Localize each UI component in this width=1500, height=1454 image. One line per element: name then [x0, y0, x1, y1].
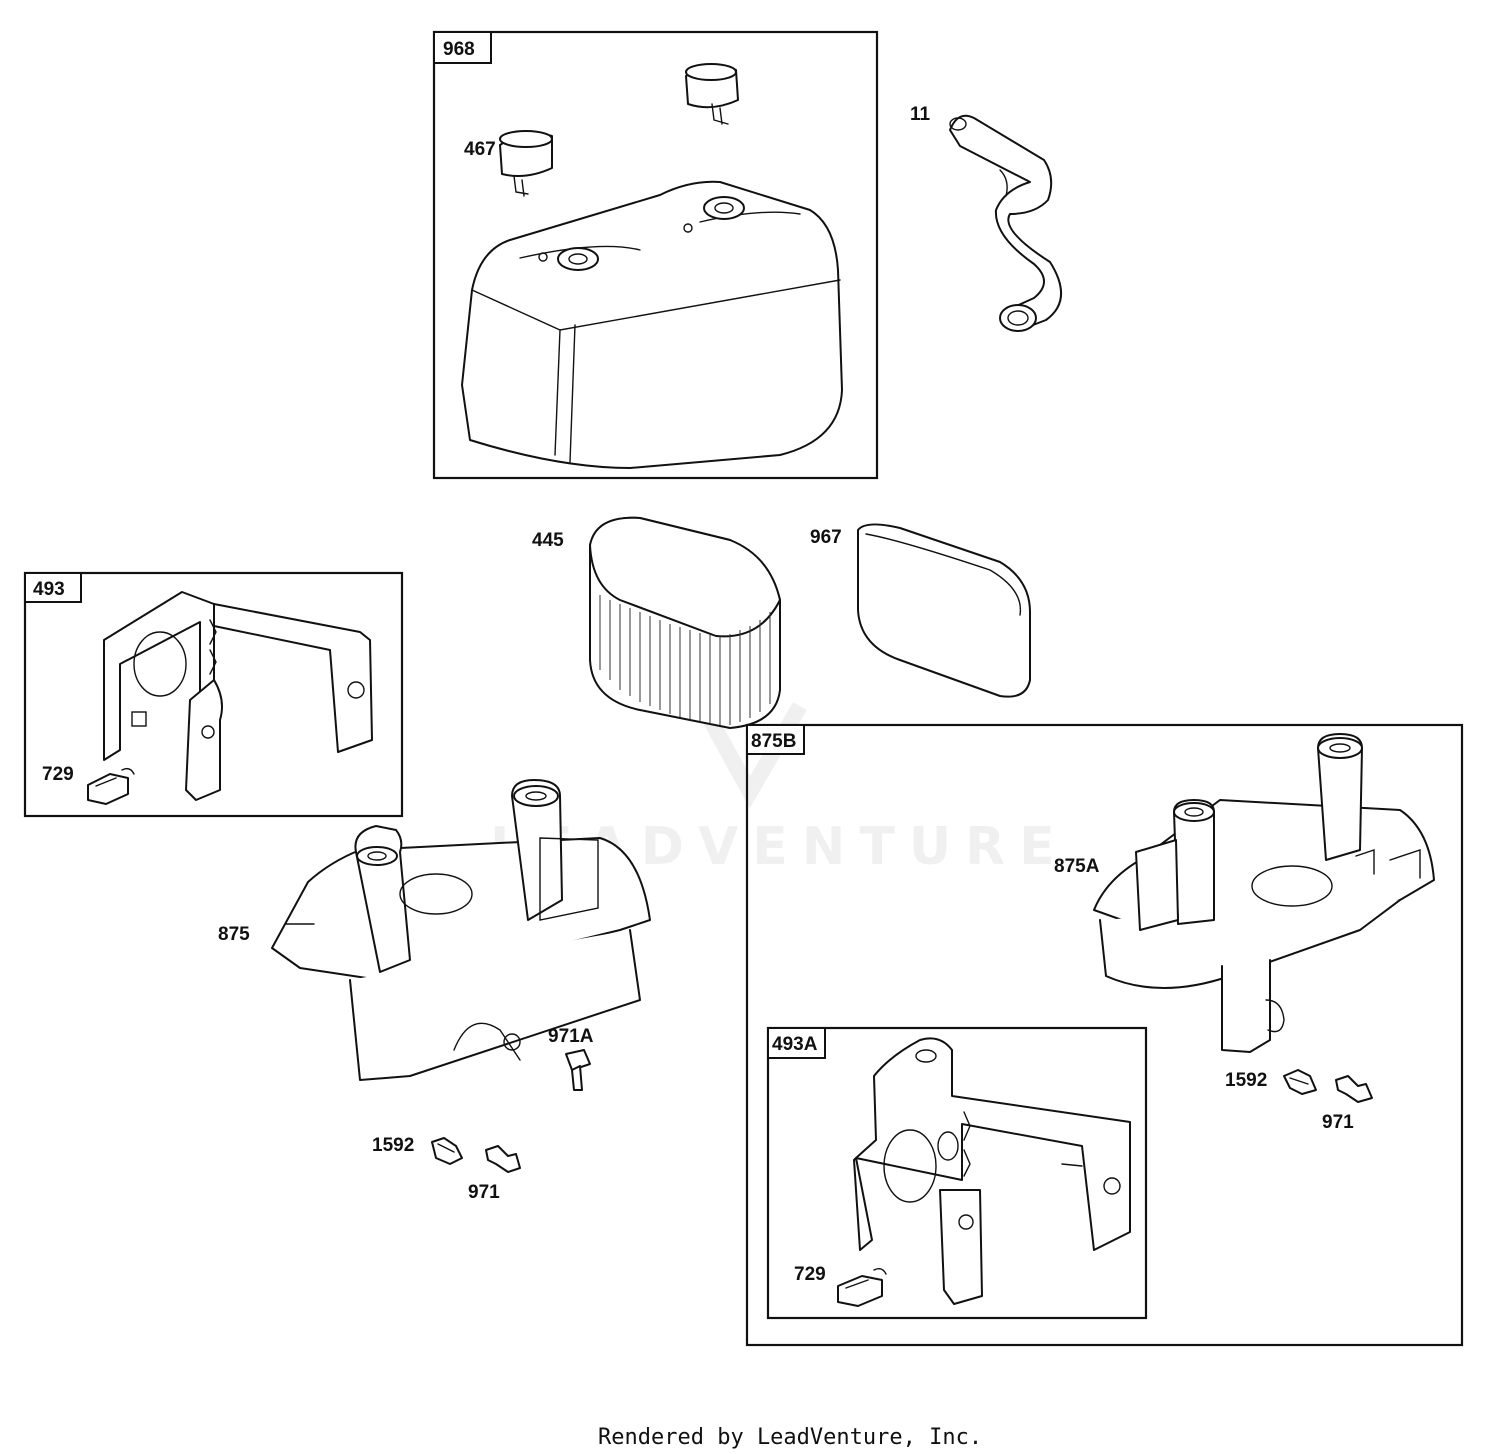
- kit-875B-frame: [745, 723, 1464, 1347]
- screw-icon[interactable]: [431, 1137, 463, 1165]
- wire-clip-icon[interactable]: [837, 1267, 887, 1307]
- air-filter-cartridge-icon[interactable]: [589, 516, 781, 729]
- breather-tube-icon[interactable]: [949, 114, 1063, 332]
- kit-493-tag: [24, 572, 82, 603]
- callout-967: 967: [810, 527, 842, 548]
- callout-971: 971: [468, 1182, 500, 1203]
- fuel-cap-icon[interactable]: [685, 63, 739, 125]
- bracket-icon[interactable]: [853, 1037, 1131, 1305]
- callout-875: 875: [218, 924, 250, 945]
- screw-icon[interactable]: [485, 1145, 521, 1173]
- kit-875B-tag: [746, 724, 805, 755]
- callout-875A: 875A: [1054, 856, 1100, 877]
- callout-1592: 1592: [1225, 1070, 1267, 1091]
- kit-493[interactable]: 493: [23, 571, 404, 818]
- screw-icon[interactable]: [565, 1049, 591, 1091]
- callout-729: 729: [42, 764, 74, 785]
- fuel-cap-icon[interactable]: [499, 130, 553, 197]
- filter-pleats: [599, 595, 771, 725]
- callout-729: 729: [794, 1264, 826, 1285]
- bracket-icon[interactable]: [103, 591, 373, 801]
- pre-cleaner-icon[interactable]: [857, 523, 1031, 698]
- screw-icon[interactable]: [1335, 1075, 1373, 1103]
- kit-968-tag: [433, 31, 492, 64]
- air-cleaner-cover-icon[interactable]: [461, 180, 843, 469]
- kit-968-label: 968: [443, 39, 475, 60]
- footer-credit: Rendered by LeadVenture, Inc.: [598, 1425, 982, 1450]
- callout-1592: 1592: [372, 1135, 414, 1156]
- kit-493A-label: 493A: [772, 1034, 818, 1055]
- kit-493-label: 493: [33, 579, 65, 600]
- kit-968[interactable]: 968: [432, 30, 879, 480]
- air-cleaner-base-icon[interactable]: [271, 779, 651, 1081]
- callout-971: 971: [1322, 1112, 1354, 1133]
- kit-968-frame: [432, 30, 879, 480]
- kit-493A[interactable]: 493A: [766, 1026, 1148, 1320]
- kit-493-frame: [23, 571, 404, 818]
- callout-467: 467: [464, 139, 496, 160]
- screw-icon[interactable]: [1283, 1069, 1317, 1095]
- kit-493A-tag: [767, 1027, 826, 1059]
- callout-445: 445: [532, 530, 564, 551]
- air-cleaner-base-icon[interactable]: [1093, 733, 1435, 1053]
- kit-875B[interactable]: 875B: [745, 723, 1464, 1347]
- wire-clip-icon[interactable]: [87, 767, 135, 805]
- callout-971A: 971A: [548, 1026, 594, 1047]
- kit-875B-label: 875B: [751, 731, 796, 752]
- kit-493A-frame: [766, 1026, 1148, 1320]
- callout-11: 11: [910, 104, 931, 125]
